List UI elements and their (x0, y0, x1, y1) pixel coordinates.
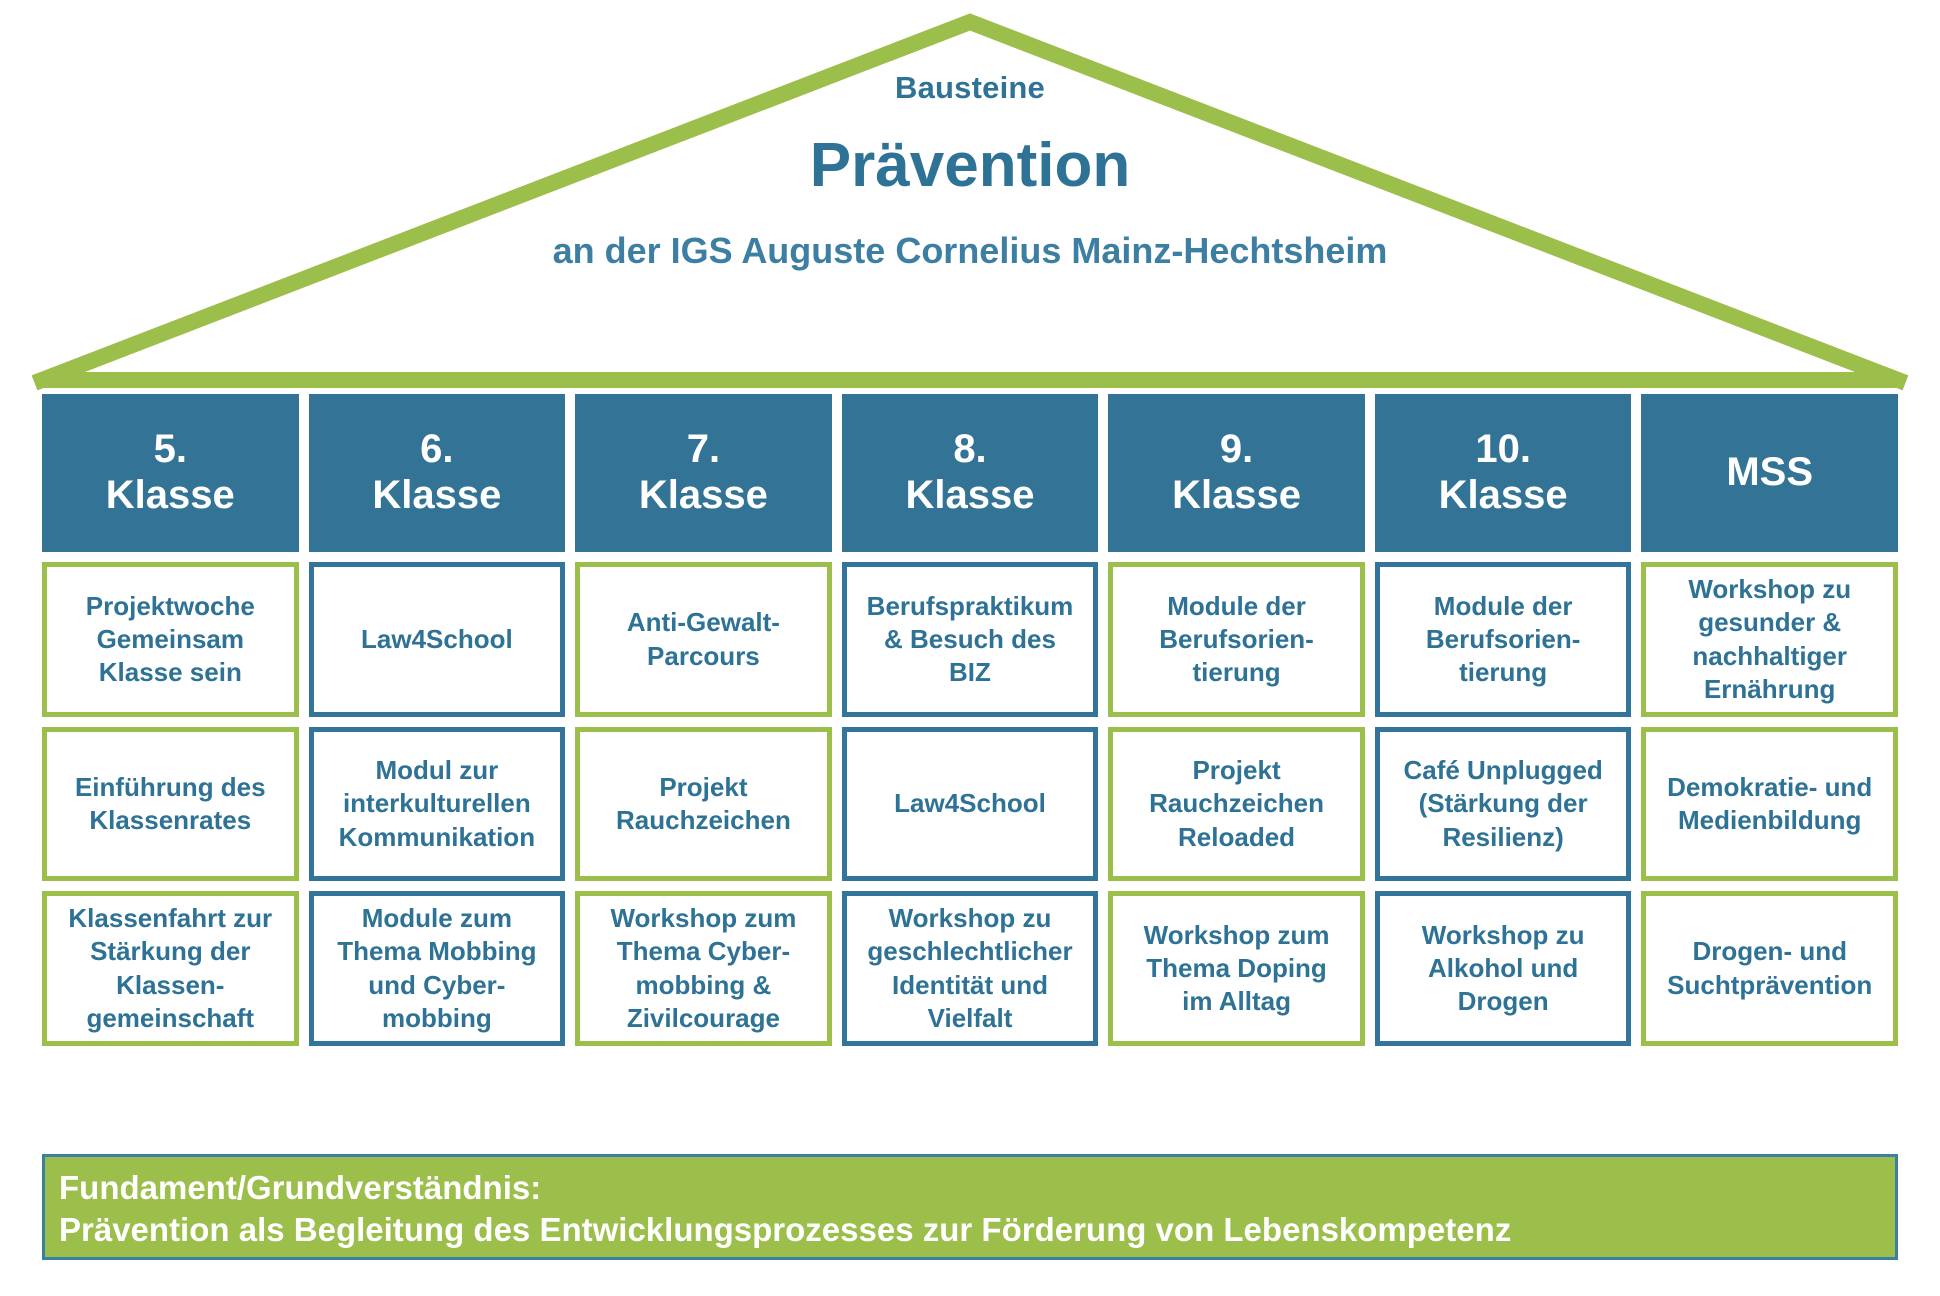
module-card: Café Unplugged (Stärkung der Resilienz) (1374, 727, 1632, 882)
module-label: Workshop zum Thema Cyber- mobbing & Zivi… (610, 903, 797, 1033)
class-modules-grid: 5. Klasse 6. Klasse 7. Klasse 8. Klasse … (42, 394, 1898, 1047)
module-card: Law4School (841, 727, 1099, 882)
module-label: Modul zur interkulturellen Kommunikation (338, 755, 536, 852)
module-label: Projektwoche Gemeinsam Klasse sein (85, 590, 255, 688)
module-label: Workshop zu geschlechtlicher Identität u… (867, 903, 1073, 1033)
module-label: Einführung des Klassenrates (74, 771, 266, 836)
module-card: Modul zur interkulturellen Kommunikation (308, 727, 566, 882)
column-header-klasse-7: 7. Klasse (575, 394, 832, 552)
module-card: Projekt Rauchzeichen Reloaded (1108, 727, 1365, 882)
module-label: Projekt Rauchzeichen Reloaded (1149, 755, 1324, 852)
module-label: Café Unplugged (Stärkung der Resilienz) (1403, 755, 1603, 852)
foundation-banner: Fundament/Grundverständnis: Prävention a… (42, 1154, 1898, 1260)
module-label: Demokratie- und Medienbildung (1667, 771, 1873, 836)
roof-shape: Bausteine Prävention an der IGS Auguste … (0, 0, 1940, 395)
module-card: Module der Berufsorien- tierung (1374, 562, 1632, 718)
module-label: Module der Berufsorien- tierung (1425, 590, 1581, 688)
module-card: Workshop zu Alkohol und Drogen (1374, 891, 1632, 1047)
module-card: Workshop zu gesunder & nachhaltiger Ernä… (1641, 562, 1898, 718)
module-label: Module zum Thema Mobbing und Cyber- mobb… (337, 903, 537, 1033)
module-label: Law4School (361, 623, 513, 654)
column-header-klasse-5: 5. Klasse (42, 394, 299, 552)
module-card: Demokratie- und Medienbildung (1641, 727, 1898, 882)
module-card: Einführung des Klassenrates (42, 727, 299, 882)
module-label: Workshop zum Thema Doping im Alltag (1143, 919, 1330, 1017)
module-label: Projekt Rauchzeichen (616, 771, 791, 836)
column-header-mss: MSS (1641, 394, 1898, 552)
module-card: Workshop zum Thema Doping im Alltag (1108, 891, 1365, 1047)
module-card: Projektwoche Gemeinsam Klasse sein (42, 562, 299, 718)
roof-outline (31, 13, 1909, 391)
column-header-klasse-10: 10. Klasse (1374, 394, 1632, 552)
module-label: Module der Berufsorien- tierung (1159, 590, 1314, 688)
module-card: Projekt Rauchzeichen (575, 727, 832, 882)
module-card: Berufspraktikum & Besuch des BIZ (841, 562, 1099, 718)
module-card: Law4School (308, 562, 566, 718)
module-card: Anti-Gewalt- Parcours (575, 562, 832, 718)
module-label: Workshop zu Alkohol und Drogen (1421, 919, 1585, 1017)
column-header-klasse-8: 8. Klasse (841, 394, 1099, 552)
module-label: Klassenfahrt zur Stärkung der Klassen- g… (68, 903, 273, 1033)
foundation-heading: Fundament/Grundverständnis: (59, 1169, 542, 1206)
column-header-klasse-6: 6. Klasse (308, 394, 566, 552)
module-label: Drogen- und Suchtprävention (1667, 936, 1873, 1000)
module-card: Klassenfahrt zur Stärkung der Klassen- g… (42, 891, 299, 1047)
module-label: Workshop zu gesunder & nachhaltiger Ernä… (1688, 574, 1852, 704)
foundation-text: Prävention als Begleitung des Entwicklun… (59, 1211, 1512, 1249)
module-card: Workshop zum Thema Cyber- mobbing & Zivi… (575, 891, 832, 1047)
module-card: Workshop zu geschlechtlicher Identität u… (841, 891, 1099, 1047)
module-card: Drogen- und Suchtprävention (1641, 891, 1898, 1047)
module-label: Anti-Gewalt- Parcours (626, 607, 780, 671)
module-label: Berufspraktikum & Besuch des BIZ (866, 590, 1074, 688)
roof-triangle-svg (31, 13, 1909, 391)
module-card: Module zum Thema Mobbing und Cyber- mobb… (308, 891, 566, 1047)
module-label: Law4School (894, 788, 1046, 819)
column-header-klasse-9: 9. Klasse (1108, 394, 1365, 552)
module-card: Module der Berufsorien- tierung (1108, 562, 1365, 718)
